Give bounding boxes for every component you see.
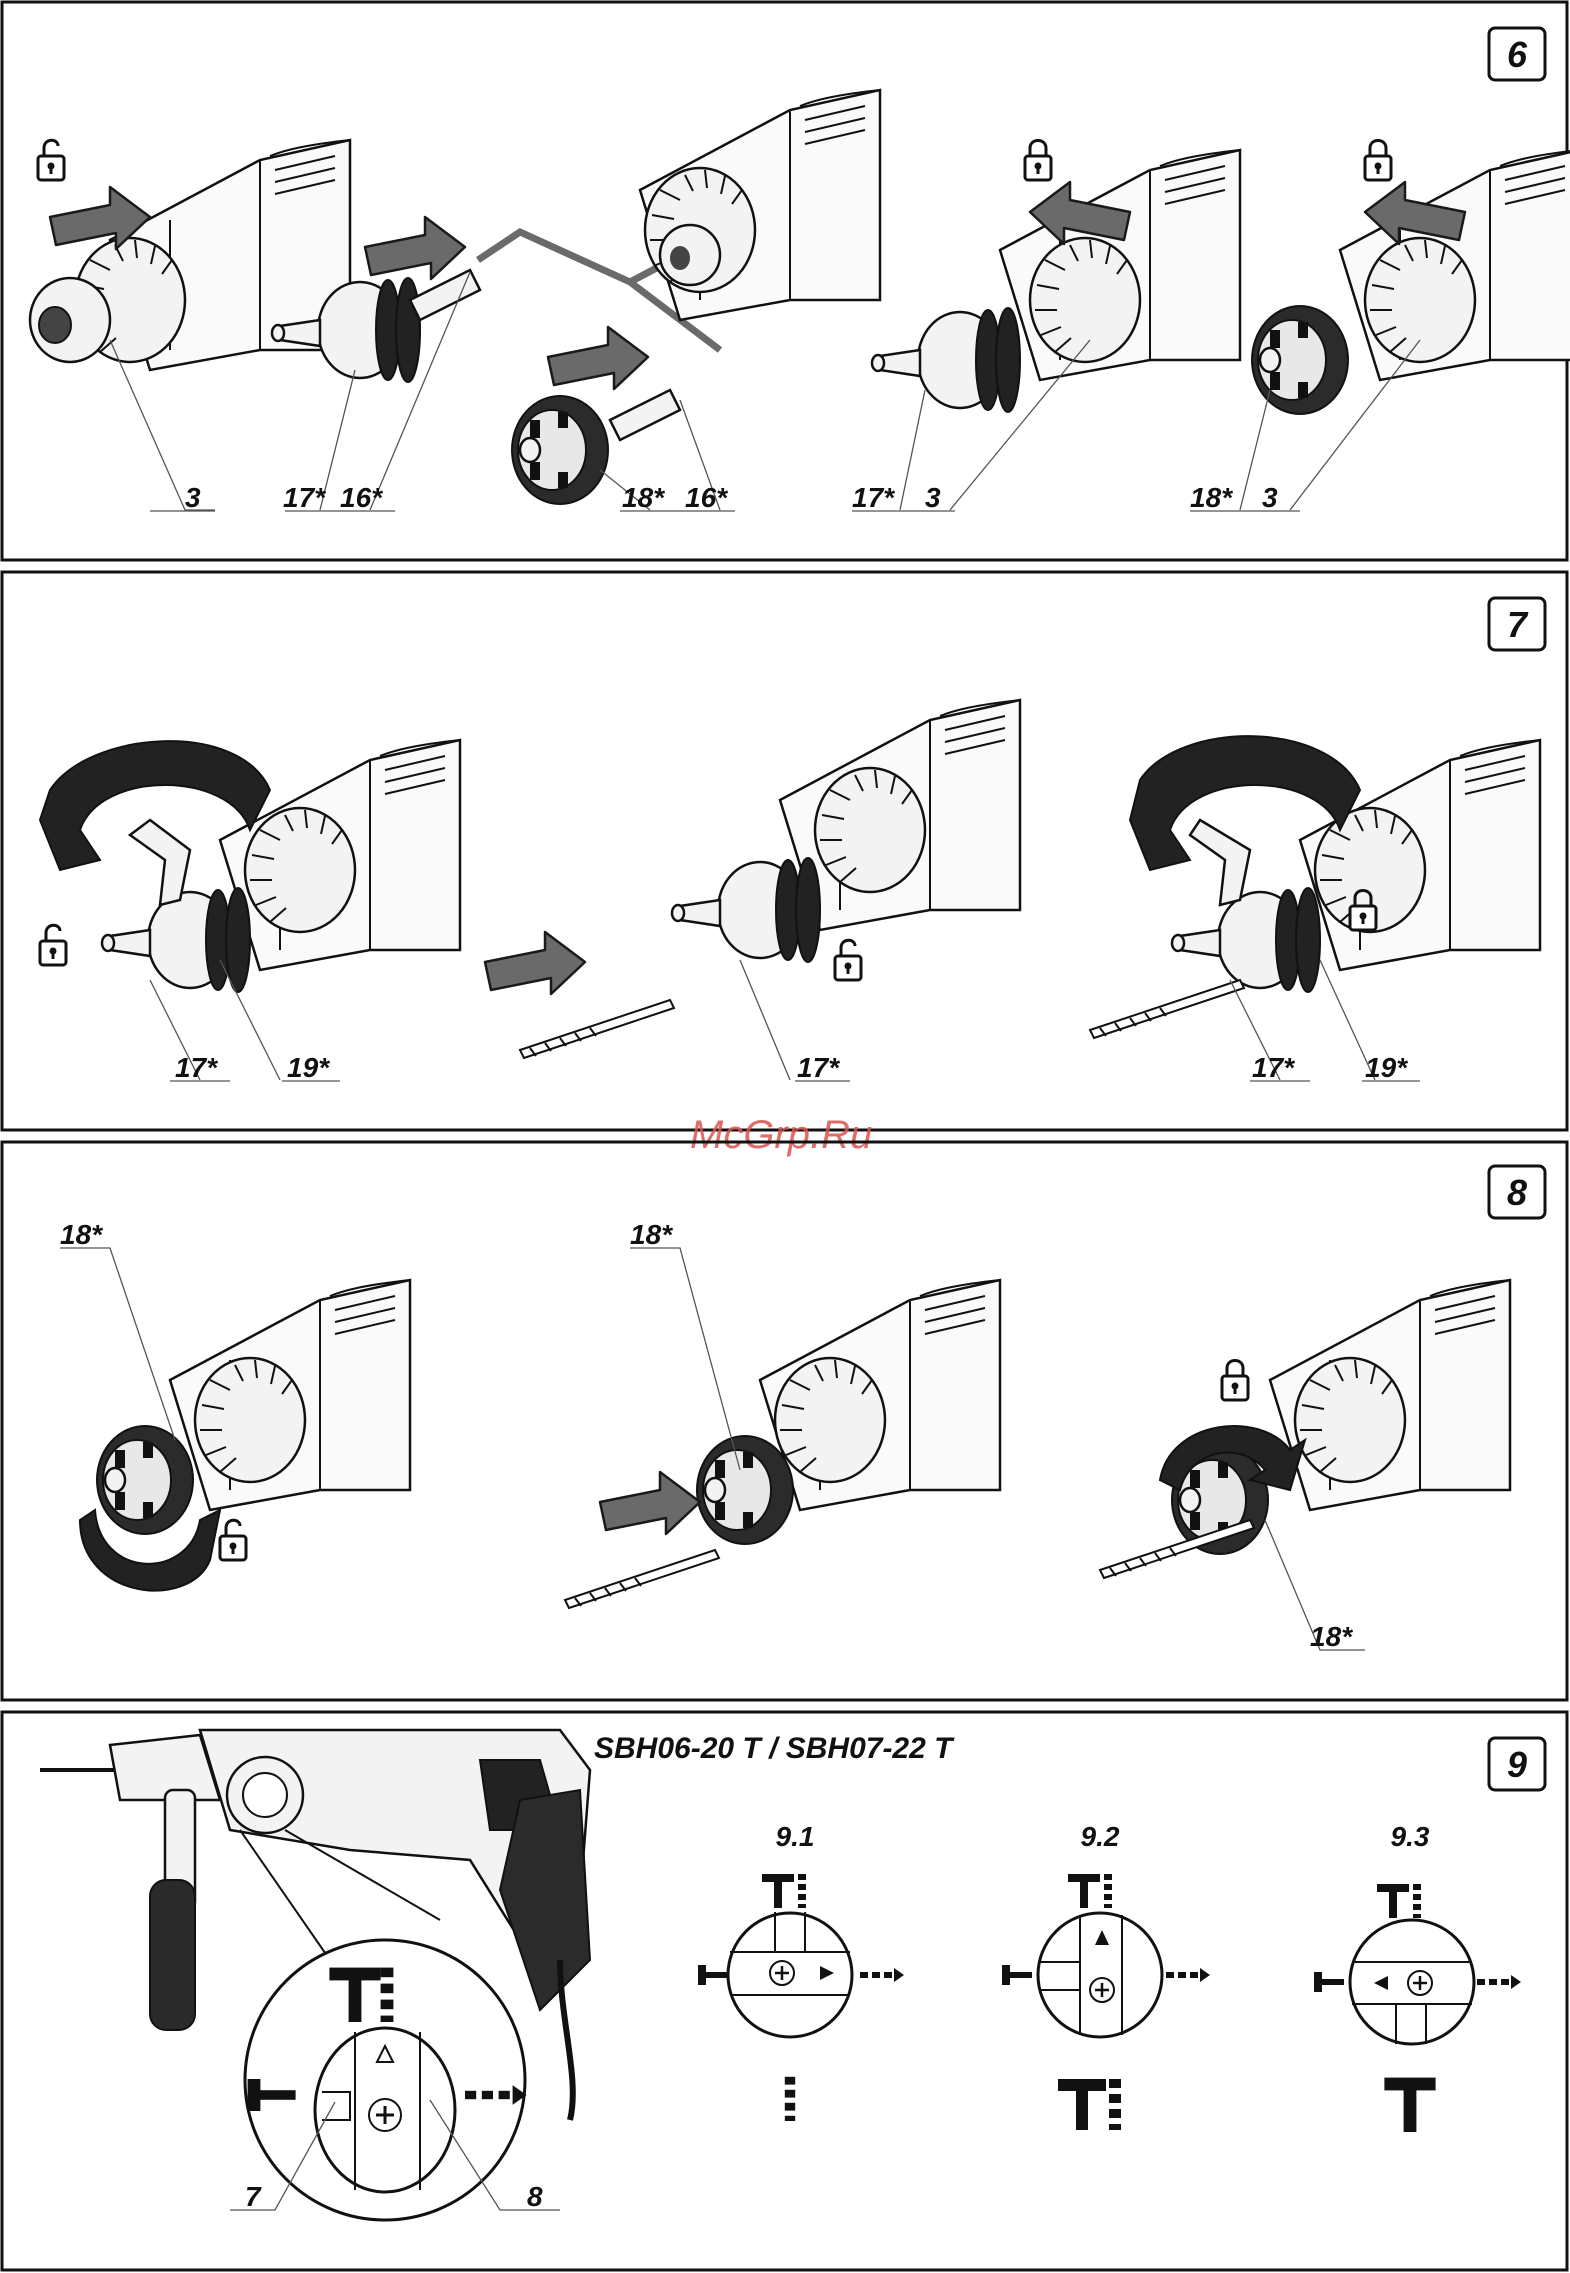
sub-figure-9-1: 9.1 — [698, 1821, 904, 2121]
callout-label: 16* — [340, 482, 383, 513]
chuck-key-loosen-figure — [40, 740, 460, 992]
callout-label: 18* — [630, 1219, 673, 1250]
unlocked-padlock-icon — [220, 1520, 246, 1560]
sub-figure-label: 9.3 — [1391, 1821, 1430, 1852]
panel-8: 8 18* 18* 18* — [2, 1142, 1567, 1700]
panel-9-number: 9 — [1507, 1744, 1527, 1785]
callout-label: 17* — [797, 1052, 840, 1083]
panel-9: 9 SBH06-20 T / SBH07-22 T — [2, 1712, 1567, 2270]
callout-label: 7 — [245, 2181, 262, 2212]
callout-label: 8 — [527, 2181, 543, 2212]
hammer-drill-mode-icon — [1068, 1874, 1112, 1908]
callout-label: 17* — [852, 482, 895, 513]
hammer-mode-icon — [1002, 1965, 1032, 1985]
panel-8-number: 8 — [1507, 1172, 1527, 1213]
panel-7: 7 — [2, 572, 1567, 1130]
insert-bit-keyless-figure — [565, 1280, 1000, 1608]
drill-mode-icon — [860, 1968, 904, 1982]
callout-label: 18* — [60, 1219, 103, 1250]
callout-label: 17* — [283, 482, 326, 513]
mode-selector-zoom — [245, 1940, 527, 2220]
locked-padlock-icon — [1222, 1361, 1248, 1401]
drill-head-small-figure — [640, 90, 880, 320]
callout-label: 3 — [925, 482, 941, 513]
callout-label: 18* — [1190, 482, 1233, 513]
push-arrow-icon — [485, 932, 585, 994]
watermark: McGrp.Ru — [690, 1113, 872, 1157]
hammer-drill-mode-icon — [1377, 1884, 1421, 1918]
sub-figure-9-2: 9.2 — [1002, 1821, 1210, 2130]
hammer-mode-icon — [1384, 2078, 1435, 2132]
panel-7-number: 7 — [1507, 604, 1529, 645]
callout-label: 17* — [1252, 1052, 1295, 1083]
unlocked-padlock-icon — [835, 940, 861, 980]
drill-mode-icon — [1477, 1975, 1521, 1989]
unlocked-padlock-icon — [38, 140, 64, 180]
chuck-key-tighten-figure — [1090, 736, 1540, 1038]
locked-padlock-icon — [1025, 141, 1051, 181]
insert-bit-keychuck-figure — [485, 700, 1020, 1058]
callout-label: 19* — [1365, 1052, 1408, 1083]
drill-mode-icon — [1166, 1968, 1210, 1982]
hammer-mode-icon — [698, 1965, 728, 1985]
push-arrow-icon — [600, 1472, 700, 1534]
locked-padlock-icon — [1365, 141, 1391, 181]
hammer-mode-icon — [1314, 1972, 1344, 1992]
drill-keychuck-mounted-figure — [872, 141, 1240, 413]
keyless-loosen-figure — [80, 1280, 410, 1591]
callout-label: 18* — [622, 482, 665, 513]
callout-label: 3 — [1262, 482, 1278, 513]
sub-figure-9-3: 9.3 — [1314, 1821, 1521, 2132]
keyless-tighten-figure — [1100, 1280, 1510, 1578]
callout-label: 16* — [685, 482, 728, 513]
model-title: SBH06-20 T / SBH07-22 T — [594, 1732, 955, 1765]
push-arrow-icon — [548, 327, 648, 389]
sub-figure-label: 9.2 — [1081, 1821, 1120, 1852]
panel-6-number: 6 — [1507, 34, 1528, 75]
hammer-drill-mode-icon — [1058, 2079, 1121, 2130]
unlocked-padlock-icon — [40, 925, 66, 965]
hammer-drill-mode-icon — [762, 1874, 806, 1908]
panel-6: 6 — [2, 2, 1570, 560]
callout-label: 19* — [287, 1052, 330, 1083]
callout-label: 17* — [175, 1052, 218, 1083]
sub-figure-label: 9.1 — [776, 1821, 815, 1852]
callout-label: 3 — [185, 482, 201, 513]
callout-label: 18* — [1310, 1621, 1353, 1652]
push-arrow-icon — [365, 217, 465, 279]
drill-mode-icon — [785, 2077, 795, 2121]
drill-keyless-mounted-figure — [1252, 141, 1570, 415]
keyless-chuck-adapter-figure — [512, 327, 680, 504]
